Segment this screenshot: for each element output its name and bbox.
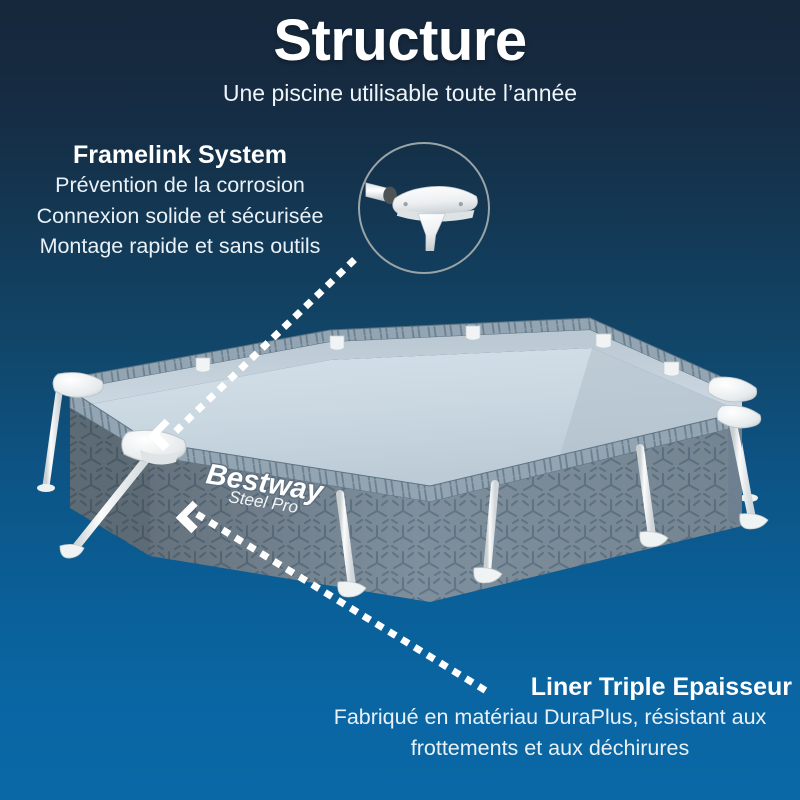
page-title: Structure: [273, 8, 527, 73]
connector-stem: [417, 213, 446, 252]
callout-framelink-line-3: Montage rapide et sans outils: [39, 234, 321, 259]
framelink-connector-photo: [365, 182, 478, 252]
page-subtitle: Une piscine utilisable toute l’année: [222, 80, 578, 106]
screw-dot: [403, 201, 408, 207]
callout-framelink: Framelink System Prévention de la corros…: [0, 140, 360, 262]
framelink-inset-circle: [358, 142, 490, 274]
callout-liner: Liner Triple Epaisseur Fabriqué en matér…: [300, 672, 800, 763]
callout-framelink-heading: Framelink System: [73, 141, 287, 169]
callout-liner-heading: Liner Triple Epaisseur: [530, 673, 792, 701]
callout-framelink-line-1: Prévention de la corrosion: [55, 173, 305, 197]
callout-liner-line-2: frottements et aux déchirures: [410, 735, 690, 760]
screw-dot: [458, 201, 463, 207]
pool-illustration: Bestway Steel Pro: [37, 317, 769, 602]
callout-framelink-line-2: Connexion solide et sécurisée: [36, 203, 324, 228]
callout-liner-line-1: Fabriqué en matériau DuraPlus, résistant…: [333, 705, 767, 729]
pool-water-shadow: [560, 348, 742, 455]
pole-end-cap: [383, 186, 397, 205]
